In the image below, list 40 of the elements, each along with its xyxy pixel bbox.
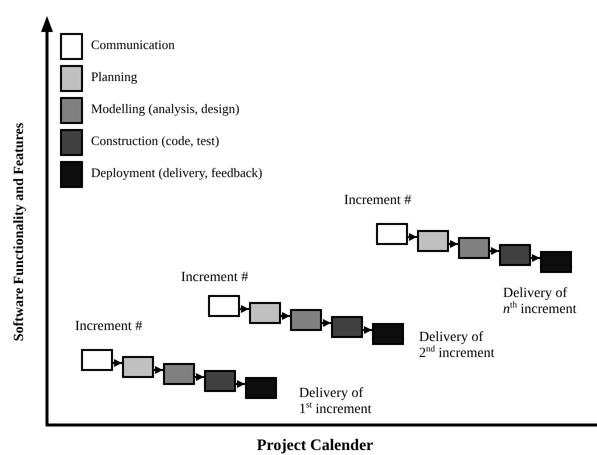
phase-box [331,316,363,338]
phase-box [417,230,449,252]
x-axis-title: Project Calender [256,438,374,454]
phase-box [290,309,322,331]
arrow [154,366,163,374]
increment-label: Increment # [75,319,142,335]
arrow [531,254,540,262]
phase-box [81,349,113,371]
phase-box [208,295,240,317]
phase-box [204,370,236,392]
legend-label: Communication [91,37,175,53]
y-axis-title: Software Functionality and Features [12,122,28,342]
legend-label: Planning [91,69,138,85]
phase-box [122,356,154,378]
phase-box [499,244,531,266]
arrow [281,312,290,320]
increment-label: Increment # [344,193,412,209]
arrow [322,319,331,327]
arrow [408,233,417,241]
delivery-note: Delivery of 2$^{nd}$ increment [419,330,494,362]
arrow [449,240,458,248]
delivery-note: Delivery of n$^{th}$ increment [503,286,576,318]
phase-box [458,237,490,259]
arrow [363,326,372,334]
arrow [490,247,499,255]
arrow [240,305,249,313]
phase-box [376,223,408,245]
legend-label: Deployment (delivery, feedback) [91,165,262,181]
phase-box [249,302,281,324]
arrow [195,373,204,381]
phase-box [245,377,277,399]
phase-box [163,363,195,385]
phase-box [540,251,572,273]
delivery-note: Delivery of 1$^{st}$ increment [299,386,372,418]
arrow [113,359,122,367]
increment-label: Increment # [181,270,248,286]
arrow [236,380,245,388]
legend-label: Construction (code, test) [91,133,220,149]
legend-label: Modelling (analysis, design) [91,101,240,117]
phase-box [372,323,404,345]
